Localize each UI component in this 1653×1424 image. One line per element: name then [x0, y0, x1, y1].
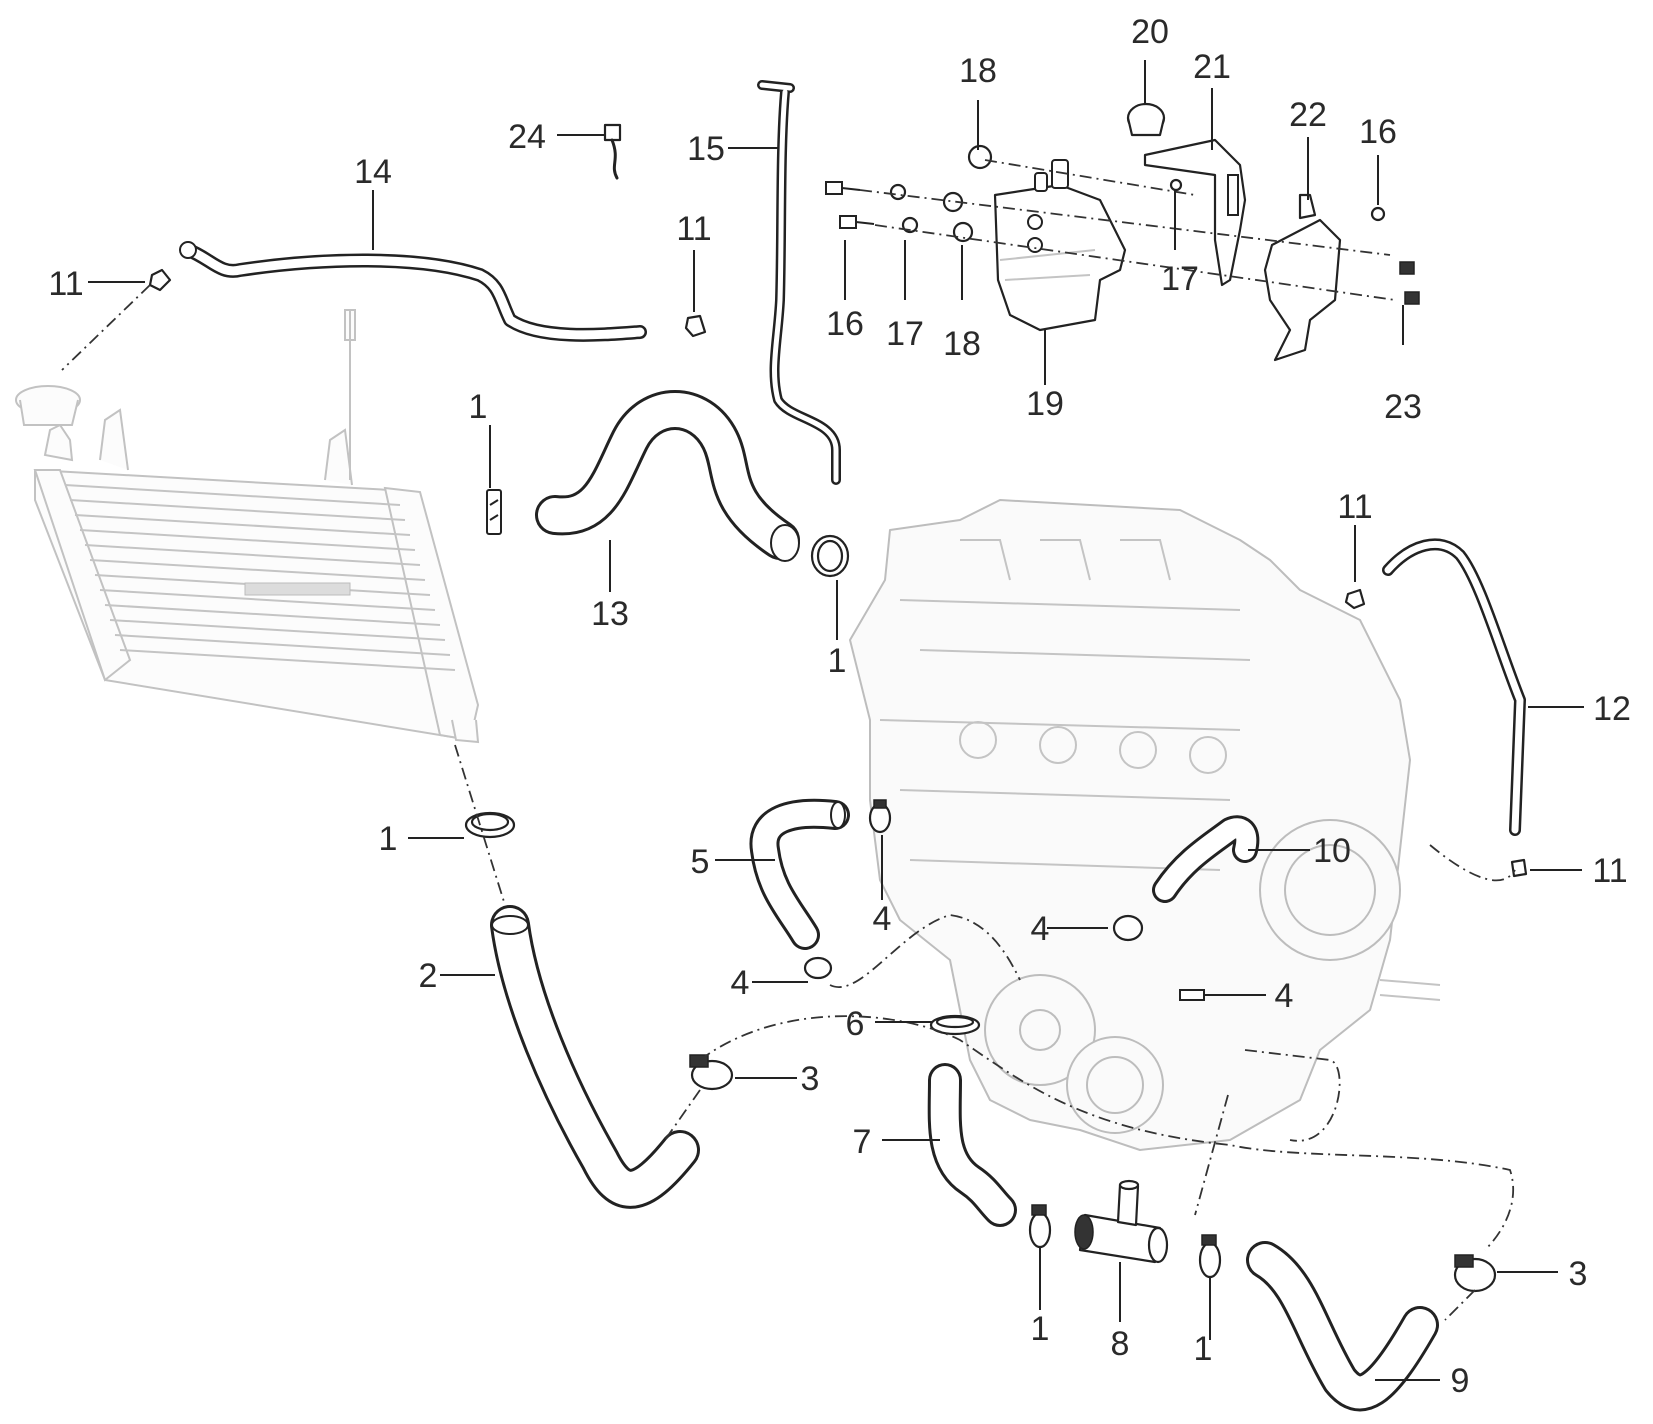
- callout-labels: 1 1 1 1 1 2 3 3 4 4 4 4 5 6 7 8 9 10 11 …: [48, 13, 1631, 1400]
- hardware-16-17-18-23: [825, 144, 1420, 305]
- hose-14-overflow: [179, 241, 647, 342]
- callout-4: 4: [873, 900, 892, 938]
- callout-16: 16: [826, 305, 864, 343]
- clamp-4-b: [803, 956, 833, 980]
- callout-23: 23: [1384, 388, 1422, 426]
- part-8-t-joint: [1074, 1179, 1169, 1264]
- cap-20: [1126, 102, 1166, 137]
- callout-11: 11: [1337, 488, 1372, 526]
- callout-1: 1: [469, 388, 488, 426]
- callout-13: 13: [591, 595, 629, 633]
- callout-9: 9: [1451, 1362, 1470, 1400]
- callout-22: 22: [1289, 96, 1327, 134]
- clamp-4-c: [1112, 914, 1144, 942]
- clamp-4-d: [1179, 989, 1205, 1001]
- callout-4: 4: [1031, 910, 1050, 948]
- leader-lines: [88, 60, 1584, 1381]
- callout-4: 4: [731, 964, 750, 1002]
- part-24: [603, 123, 622, 180]
- callout-19: 19: [1026, 385, 1064, 423]
- callout-17: 17: [886, 315, 924, 353]
- hose-15-breather: [757, 80, 841, 485]
- callout-7: 7: [853, 1123, 872, 1161]
- callout-10: 10: [1313, 832, 1351, 870]
- clamp-3-left: [689, 1054, 734, 1091]
- engine-block: [849, 499, 1441, 1151]
- hose-12: [1382, 538, 1526, 836]
- callout-12: 12: [1593, 690, 1631, 728]
- hose-7: [927, 1063, 1017, 1227]
- callout-1: 1: [379, 820, 398, 858]
- clamp-6: [929, 1014, 981, 1036]
- callout-17: 17: [1161, 260, 1199, 298]
- hose-9: [1246, 1241, 1439, 1412]
- hose-5: [749, 798, 850, 950]
- callout-2: 2: [419, 957, 438, 995]
- callout-1: 1: [1031, 1310, 1050, 1348]
- callout-18: 18: [959, 52, 997, 90]
- callout-3: 3: [1569, 1255, 1588, 1293]
- bracket-22: [1263, 193, 1342, 362]
- hose-2: [490, 905, 700, 1209]
- hose-10: [1152, 815, 1260, 903]
- callout-11: 11: [676, 210, 711, 248]
- callout-5: 5: [691, 843, 710, 881]
- callout-16: 16: [1359, 113, 1397, 151]
- fitting-11-c: [1344, 588, 1366, 610]
- clamp-1-lower-mid: [1028, 1204, 1052, 1249]
- fitting-11-b: [684, 314, 707, 338]
- clamp-1-lower-left: [464, 811, 516, 839]
- callout-11: 11: [1592, 852, 1627, 890]
- callout-24: 24: [508, 118, 546, 156]
- clamp-1-lower-right: [1198, 1234, 1222, 1279]
- callout-18: 18: [943, 325, 981, 363]
- radiator: [15, 309, 480, 744]
- clamp-1-upper-left: [486, 489, 502, 535]
- clamp-3-right: [1453, 1254, 1497, 1293]
- hose-13-upper: [535, 390, 800, 562]
- callout-14: 14: [354, 153, 392, 191]
- callout-1: 1: [828, 642, 847, 680]
- callout-6: 6: [846, 1005, 865, 1043]
- clamps: [148, 123, 1528, 1293]
- bracket-21: [1143, 138, 1247, 287]
- assembly-lines: [61, 159, 1516, 1321]
- callout-20: 20: [1131, 13, 1169, 51]
- reservoir-19: [993, 159, 1127, 332]
- clamp-4-a: [868, 799, 892, 834]
- fitting-11-a: [148, 268, 172, 292]
- fitting-11-d: [1510, 858, 1528, 878]
- clamp-1-upper-right: [810, 534, 850, 578]
- callout-21: 21: [1193, 48, 1231, 86]
- callout-4: 4: [1275, 977, 1294, 1015]
- callout-3: 3: [801, 1060, 820, 1098]
- callout-8: 8: [1111, 1325, 1130, 1363]
- callout-15: 15: [687, 130, 725, 168]
- callout-1: 1: [1194, 1330, 1213, 1368]
- callout-11: 11: [48, 265, 83, 303]
